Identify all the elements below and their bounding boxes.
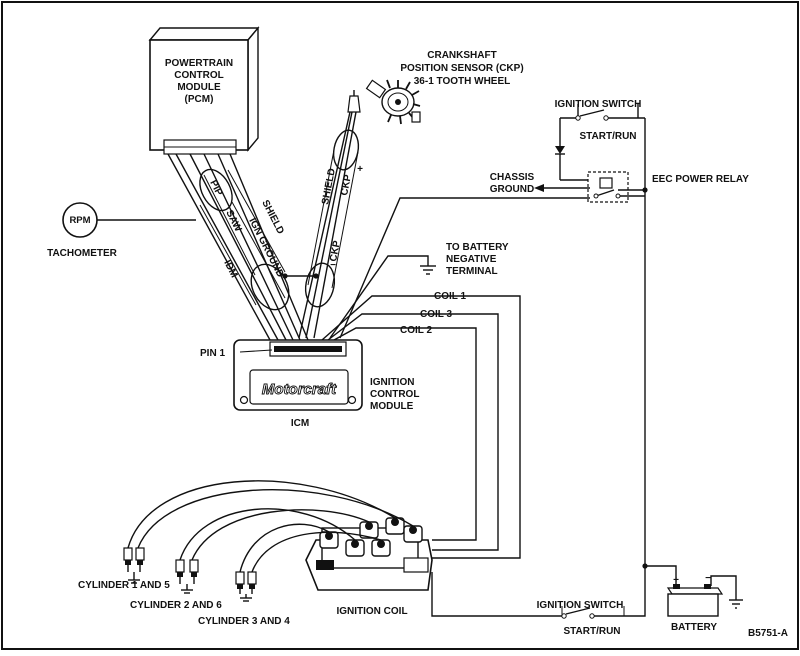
relay-feed-wire bbox=[339, 197, 590, 339]
wire-label-ckp-plus-sign: + bbox=[357, 164, 363, 175]
pcm-module: POWERTRAIN CONTROL MODULE (PCM) bbox=[148, 26, 260, 155]
battery-terminal-label-3: TERMINAL bbox=[446, 266, 498, 277]
cylinder-label-1-5: CYLINDER 1 AND 5 bbox=[78, 580, 170, 591]
ignition-switch-top-position: START/RUN bbox=[579, 131, 636, 142]
battery-plus: + bbox=[673, 575, 679, 586]
wire-label-ckp-minus: CKP bbox=[328, 239, 343, 262]
ignition-coil-icon bbox=[305, 517, 433, 591]
tachometer-label: TACHOMETER bbox=[47, 248, 118, 259]
chassis-ground-label-1: CHASSIS bbox=[490, 172, 535, 183]
ckp-label-2: POSITION SENSOR (CKP) bbox=[400, 63, 523, 74]
pcm-label-1: POWERTRAIN bbox=[165, 58, 233, 69]
battery-terminal-label-2: NEGATIVE bbox=[446, 254, 497, 265]
ignition-switch-bottom-position: START/RUN bbox=[563, 626, 620, 637]
cylinder-label-2-6: CYLINDER 2 AND 6 bbox=[130, 600, 222, 611]
icm-module: Motorcraft bbox=[233, 339, 363, 411]
chassis-ground-label-2: GROUND bbox=[490, 184, 534, 195]
battery-label: BATTERY bbox=[671, 622, 717, 633]
wire-label-idm: IDM bbox=[221, 258, 239, 279]
wire-label-coil2: COIL 2 bbox=[400, 325, 432, 336]
battery-negative-ground bbox=[329, 255, 436, 339]
battery-icon: + − bbox=[645, 565, 743, 617]
eec-relay-label: EEC POWER RELAY bbox=[652, 174, 749, 185]
wire-label-pip: PIP bbox=[207, 178, 224, 198]
pin1-label: PIN 1 bbox=[200, 348, 225, 359]
icm-caption: ICM bbox=[291, 418, 309, 429]
ignition-switch-bottom-title: IGNITION SWITCH bbox=[537, 600, 624, 611]
icm-logo: Motorcraft bbox=[262, 381, 337, 398]
ignition-switch-bottom bbox=[431, 566, 646, 619]
ckp-label-3: 36-1 TOOTH WHEEL bbox=[414, 76, 511, 87]
icm-label-2: CONTROL bbox=[370, 389, 419, 400]
wire-label-coil3: COIL 3 bbox=[420, 309, 452, 320]
ckp-harness bbox=[298, 111, 360, 339]
coil-wires bbox=[321, 295, 521, 559]
pcm-label-4: (PCM) bbox=[185, 94, 214, 105]
spark-plug-leads bbox=[127, 480, 414, 573]
chassis-ground-arrow bbox=[534, 184, 590, 192]
ckp-sensor-icon bbox=[347, 79, 421, 125]
ignition-switch-top-title: IGNITION SWITCH bbox=[555, 99, 642, 110]
wire-label-shield-right: SHIELD bbox=[320, 167, 338, 205]
pcm-label-3: MODULE bbox=[177, 82, 221, 93]
eec-power-relay-icon bbox=[587, 118, 648, 569]
tachometer-gauge: RPM bbox=[62, 202, 196, 238]
icm-label-1: IGNITION bbox=[370, 377, 414, 388]
ignition-coil-label: IGNITION COIL bbox=[336, 606, 407, 617]
icm-label-3: MODULE bbox=[370, 401, 414, 412]
pin1-leader bbox=[239, 349, 273, 353]
pcm-harness bbox=[167, 153, 319, 341]
tachometer-badge: RPM bbox=[69, 215, 90, 226]
battery-terminal-label-1: TO BATTERY bbox=[446, 242, 509, 253]
figure-code: B5751-A bbox=[748, 628, 788, 639]
cylinder-label-3-4: CYLINDER 3 AND 4 bbox=[198, 616, 290, 627]
ignition-switch-top bbox=[555, 104, 645, 181]
wire-label-coil1: COIL 1 bbox=[434, 291, 466, 302]
pcm-label-2: CONTROL bbox=[174, 70, 223, 81]
battery-minus: − bbox=[705, 573, 711, 584]
spark-plug-icons bbox=[123, 547, 257, 602]
wire-label-ckp-plus: CKP bbox=[339, 173, 354, 196]
ckp-label-1: CRANKSHAFT bbox=[427, 50, 496, 61]
wire-label-ckp-minus-sign: − bbox=[330, 260, 336, 271]
